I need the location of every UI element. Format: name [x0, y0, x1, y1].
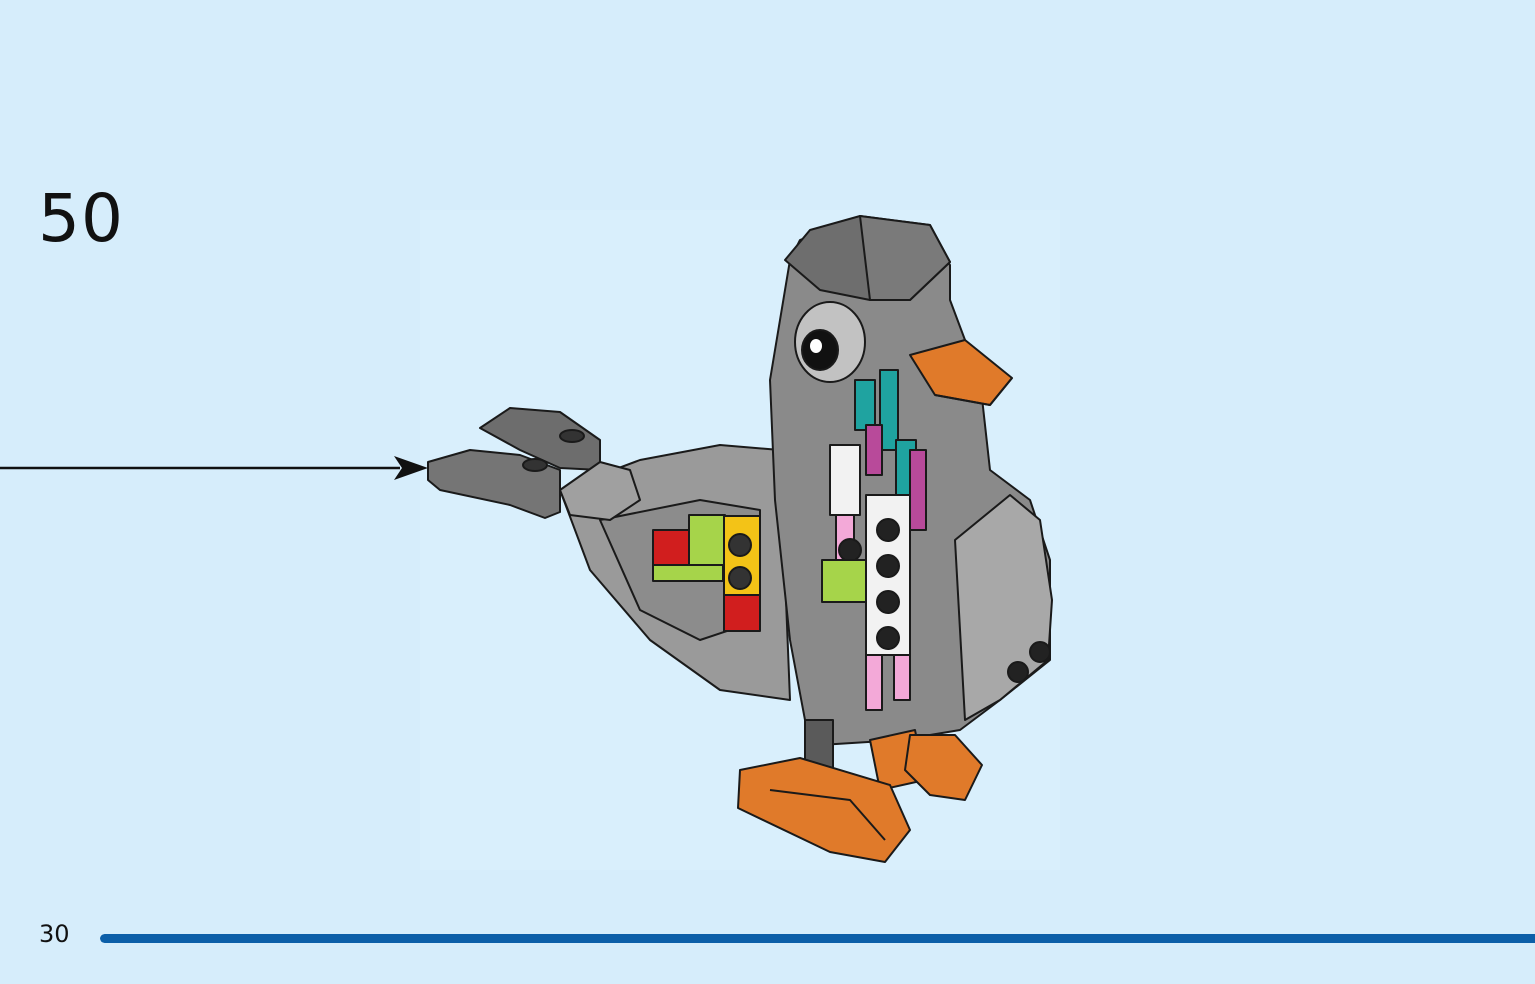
progress-bar: [100, 934, 1535, 943]
front-lime: [821, 559, 867, 603]
brick-red-lower: [723, 594, 761, 632]
step-number: 50: [38, 180, 124, 257]
penguin-model: [427, 215, 1053, 863]
stripe-magenta: [865, 424, 883, 476]
progress-bar-fill: [100, 934, 1535, 943]
penguin-foot-front: [737, 757, 911, 863]
stripe-teal: [854, 379, 876, 431]
assembly-arrow-icon: [0, 456, 428, 480]
brick-lime: [688, 514, 726, 571]
penguin-foot-back: [904, 734, 983, 801]
tail-flap-upper: [479, 407, 601, 471]
page-number: 30: [39, 920, 70, 948]
penguin-wing: [954, 494, 1053, 721]
